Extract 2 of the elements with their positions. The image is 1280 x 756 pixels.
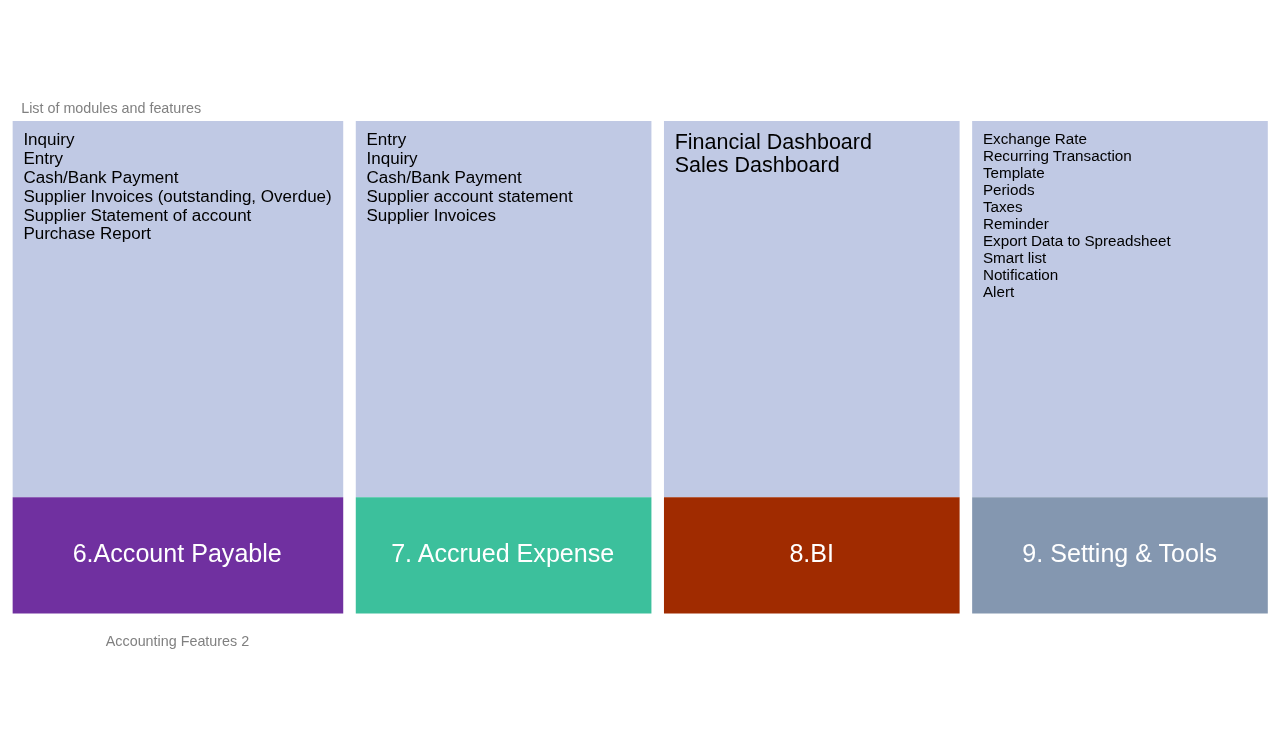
caption: Accounting Features 2 [105, 632, 250, 649]
diagram-title: List of modules and features [21, 99, 202, 116]
